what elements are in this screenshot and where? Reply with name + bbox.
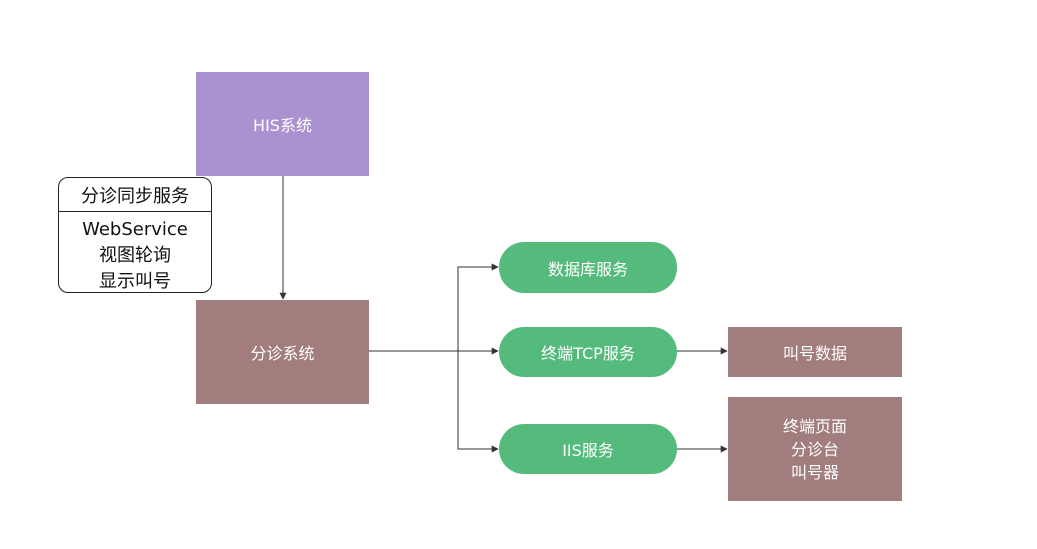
his-system-label: HIS系统 [253,116,312,135]
sync-service-line: 视图轮询 [99,245,171,266]
terminal-line: 叫号器 [790,462,839,482]
terminal-tcp-service-node: 终端TCP服务 [499,327,677,377]
database-service-label: 数据库服务 [547,259,628,279]
sync-service-line: 显示叫号 [99,271,171,292]
terminal-tcp-service-label: 终端TCP服务 [541,344,635,363]
call-data-label: 叫号数据 [782,344,847,363]
edge-triage-to-db [457,263,499,351]
terminal-line: 终端页面 [782,416,847,436]
terminal-line: 分诊台 [790,439,839,459]
sync-service-card: 分诊同步服务 WebService 视图轮询 显示叫号 [58,177,212,293]
triage-system-node: 分诊系统 [196,300,369,404]
database-service-node: 数据库服务 [499,242,677,293]
sync-service-line: WebService [82,219,188,240]
iis-service-label: IIS服务 [562,441,614,460]
sync-service-body: WebService 视图轮询 显示叫号 [59,212,211,292]
triage-system-label: 分诊系统 [250,344,315,363]
call-data-node: 叫号数据 [728,327,902,377]
his-system-node: HIS系统 [196,72,369,176]
iis-service-node: IIS服务 [499,424,677,474]
edge-triage-to-iis [457,351,499,453]
sync-service-title: 分诊同步服务 [59,178,211,212]
terminal-node: 终端页面 分诊台 叫号器 [728,397,902,501]
